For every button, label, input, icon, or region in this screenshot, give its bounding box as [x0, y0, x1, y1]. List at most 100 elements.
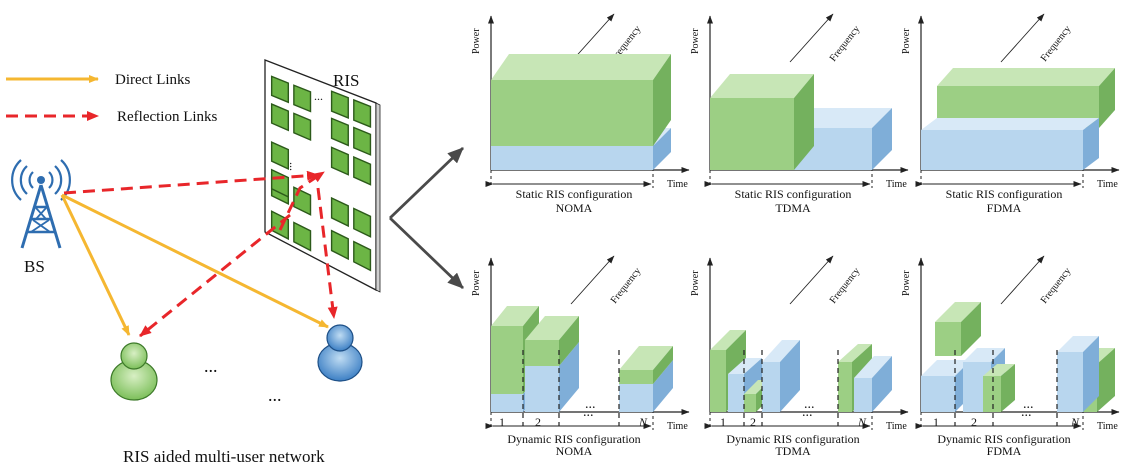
time-axis-label: Time — [667, 421, 688, 432]
blue-block — [619, 384, 653, 412]
frequency-axis — [789, 255, 834, 305]
ris-element — [330, 146, 349, 176]
direct-link-legend-label: Direct Links — [115, 72, 191, 88]
time-axis-label: Time — [667, 179, 688, 190]
ris-element — [353, 98, 372, 128]
ris-element — [353, 207, 372, 238]
blue-block-side — [1083, 118, 1099, 170]
blue-block — [762, 362, 780, 412]
green-block-top — [937, 68, 1115, 86]
green-block — [710, 98, 794, 170]
slot-gap-ellipsis: ... — [804, 397, 815, 412]
ris-element — [353, 126, 372, 156]
frequency-axis-label: Frequency — [1039, 24, 1074, 64]
ris-ellipsis-vertical: ... — [287, 162, 301, 171]
power-axis-label: Power — [471, 270, 482, 296]
blue-block-side — [559, 342, 579, 412]
green-block-side — [559, 316, 579, 366]
blue-block-top — [794, 108, 892, 128]
green-block-top — [710, 74, 814, 98]
scheme-label: FDMA — [987, 201, 1022, 215]
slot-gap-ellipsis: ... — [1023, 397, 1034, 412]
blue-block — [525, 366, 559, 412]
power-axis-label: Power — [690, 270, 701, 296]
slot-label-2: 2 — [535, 415, 541, 429]
configuration-label: Static RIS configuration — [516, 187, 633, 201]
blue-block-side — [872, 356, 892, 412]
green-block-side — [1097, 348, 1115, 412]
time-axis-label: Time — [886, 421, 907, 432]
green-block-top — [838, 344, 872, 362]
time-axis-label: Time — [1097, 179, 1118, 190]
power-axis-label: Power — [901, 28, 912, 54]
blue-block-top — [762, 340, 800, 362]
green-block-top — [983, 364, 1015, 376]
ris-element — [353, 240, 372, 272]
reflection-links — [63, 170, 338, 338]
user-green-icon — [110, 342, 158, 401]
green-block-top — [491, 54, 671, 80]
ris-element — [270, 103, 290, 132]
direct-links — [60, 193, 329, 336]
blue-block-side — [872, 108, 892, 170]
configuration-label: Static RIS configuration — [735, 187, 852, 201]
green-block-side — [1001, 364, 1015, 412]
blue-block-top — [1057, 336, 1099, 352]
ris-element — [293, 84, 312, 113]
slot-label-2: 2 — [971, 415, 977, 429]
blue-block-side — [780, 340, 800, 412]
users-ellipsis-1: ... — [204, 356, 218, 376]
network-caption: RIS aided multi-user network — [123, 447, 325, 466]
green-block-side — [653, 54, 671, 146]
scheme-label: FDMA — [987, 444, 1022, 458]
slot-label-n: N — [638, 415, 648, 429]
ris-element — [330, 90, 349, 119]
slot-gap-ellipsis: ... — [585, 397, 596, 412]
green-block — [710, 350, 726, 412]
green-block-top — [525, 316, 579, 340]
green-block — [983, 376, 1001, 412]
green-block-side — [1099, 68, 1115, 128]
configuration-label: Static RIS configuration — [946, 187, 1063, 201]
green-block — [619, 370, 653, 384]
ris-element — [270, 75, 290, 104]
blue-block — [1057, 352, 1083, 412]
blue-block-side — [653, 360, 673, 412]
blue-block — [921, 376, 955, 412]
ris-label: RIS — [333, 71, 359, 90]
configuration-label: Dynamic RIS configuration — [507, 432, 640, 446]
frequency-axis-label: Frequency — [1039, 266, 1074, 306]
frequency-axis — [1000, 255, 1045, 305]
ris-surface: ... ... RIS — [264, 59, 381, 293]
green-block — [491, 326, 523, 394]
green-block-top — [935, 302, 981, 322]
blue-block — [854, 378, 872, 412]
green-block — [935, 322, 961, 356]
blue-block-side — [653, 128, 671, 170]
blue-block-top — [921, 360, 971, 376]
slot-label-1: 1 — [499, 415, 505, 429]
frequency-axis — [1000, 13, 1045, 63]
slot-label-1: 1 — [720, 415, 726, 429]
ris-element — [330, 196, 349, 228]
ris-element — [270, 141, 290, 170]
ris-element — [330, 117, 349, 147]
blue-block — [728, 374, 744, 412]
power-axis-label: Power — [690, 28, 701, 54]
frequency-axis-label: Frequency — [609, 266, 644, 306]
configuration-label: Dynamic RIS configuration — [937, 432, 1070, 446]
slot-label-n: N — [1070, 415, 1080, 429]
green-block-top — [619, 346, 673, 370]
users-ellipsis-2: ... — [268, 385, 282, 405]
legend: Direct Links Reflection Links — [6, 72, 218, 125]
green-block-top — [710, 330, 746, 350]
blue-block — [491, 394, 523, 412]
frequency-axis-label: Frequency — [828, 24, 863, 64]
